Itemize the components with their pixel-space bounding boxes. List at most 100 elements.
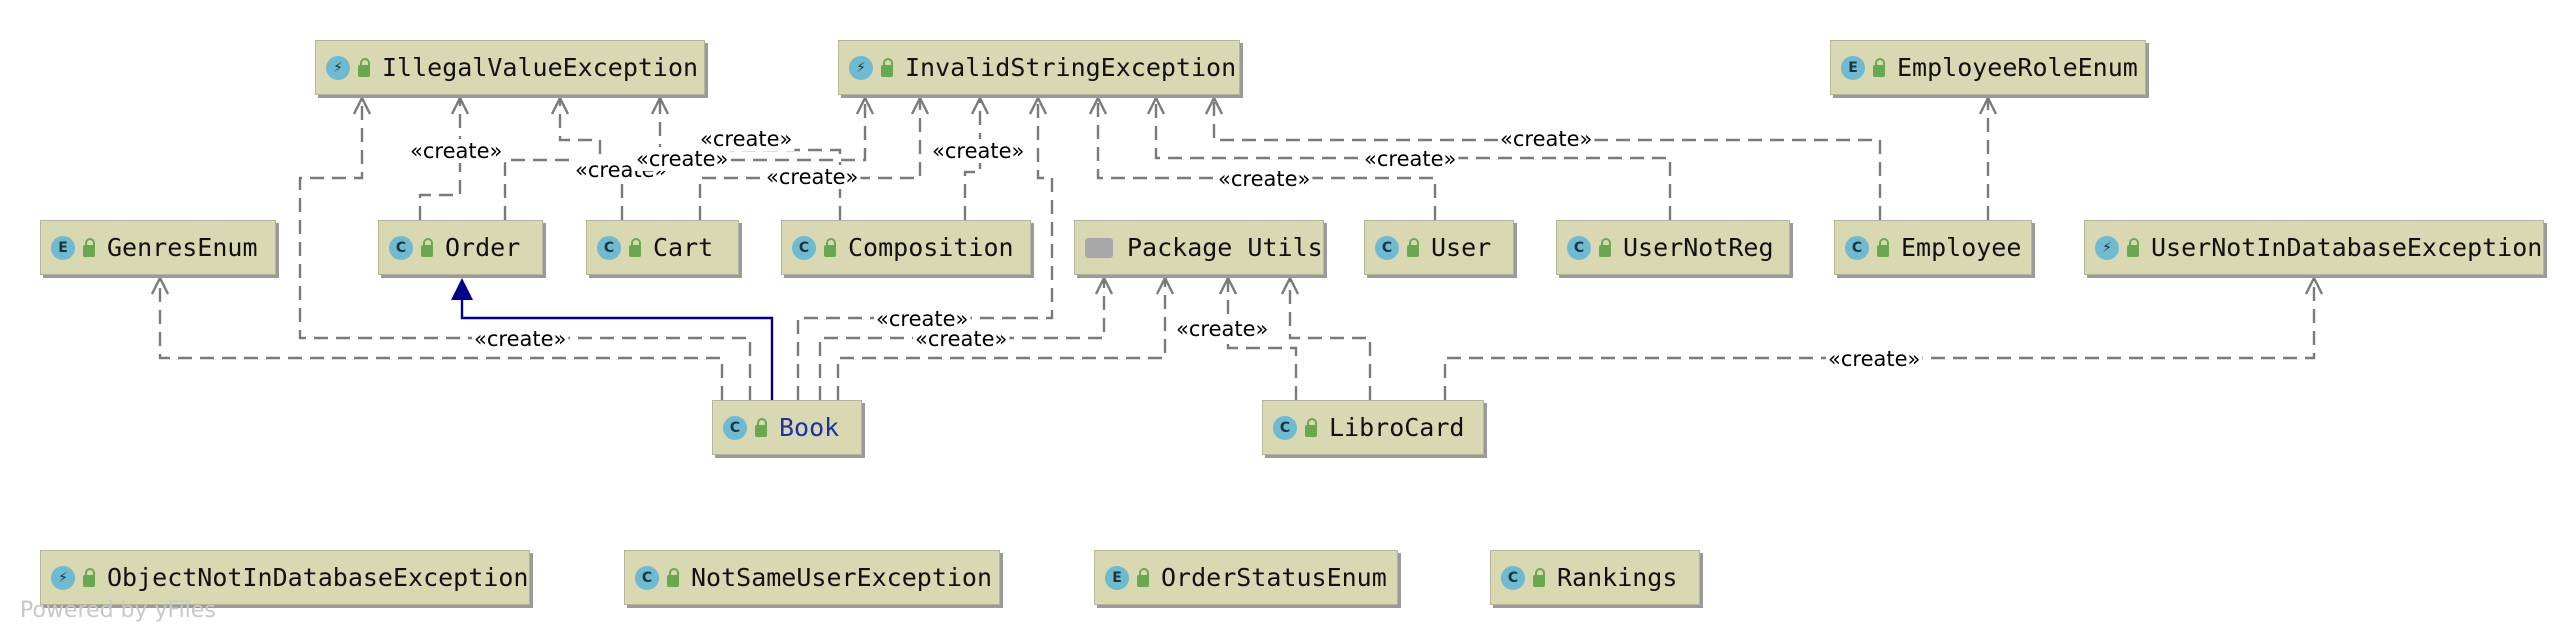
node-object-not-in-database-exception[interactable]: ⚡ ObjectNotInDatabaseException bbox=[40, 550, 530, 605]
label-user-invalid-bg bbox=[1216, 167, 1313, 191]
node-label: Rankings bbox=[1557, 563, 1678, 592]
class-icon: C bbox=[635, 565, 659, 590]
node-composition[interactable]: C Composition bbox=[781, 220, 1031, 275]
edge-librocard-usernotindb-arrow bbox=[2304, 275, 2324, 295]
edge-librocard-utils-b-arrow bbox=[1280, 275, 1300, 295]
node-order-status-enum[interactable]: E OrderStatusEnum bbox=[1094, 550, 1398, 605]
edge-order-illegal-arrow bbox=[450, 95, 470, 115]
node-user-not-reg[interactable]: C UserNotReg bbox=[1556, 220, 1790, 275]
edge-book-utils-b-arrow bbox=[1155, 275, 1175, 295]
label-usernotreg-invalid-bg bbox=[1362, 147, 1459, 171]
lock-icon bbox=[421, 237, 433, 257]
class-icon: C bbox=[1375, 235, 1399, 260]
exception-icon: ⚡ bbox=[326, 55, 350, 80]
edge-composition-illegal-arrow bbox=[650, 95, 670, 115]
label-employee-invalid: «create» bbox=[1500, 127, 1592, 151]
node-book[interactable]: C Book bbox=[712, 400, 862, 455]
node-label: GenresEnum bbox=[107, 233, 258, 262]
enum-icon: E bbox=[1105, 565, 1129, 590]
edge-cart-illegal-arrow bbox=[550, 95, 570, 115]
edge-order-invalid-arrow bbox=[855, 95, 875, 115]
exception-icon: ⚡ bbox=[51, 565, 75, 590]
label-librocard-utils: «create» bbox=[1176, 317, 1268, 341]
node-label: Package Utils bbox=[1127, 233, 1323, 262]
node-libro-card[interactable]: C LibroCard bbox=[1262, 400, 1484, 455]
node-label: LibroCard bbox=[1329, 413, 1465, 442]
label-book-utils: «create» bbox=[915, 327, 1007, 351]
edge-usernotreg-invalid-arrow bbox=[1146, 95, 1166, 115]
lock-icon bbox=[1599, 237, 1611, 257]
class-icon: C bbox=[1567, 235, 1591, 260]
enum-icon: E bbox=[51, 235, 75, 260]
lock-icon bbox=[83, 567, 95, 587]
node-label: EmployeeRoleEnum bbox=[1897, 53, 2138, 82]
node-employee-role-enum[interactable]: E EmployeeRoleEnum bbox=[1830, 40, 2146, 95]
folder-icon bbox=[1085, 237, 1113, 258]
label-book-illegal: «create» bbox=[474, 327, 566, 351]
label-user-invalid: «create» bbox=[1218, 167, 1310, 191]
lock-icon bbox=[667, 567, 679, 587]
class-icon: C bbox=[1845, 235, 1869, 260]
node-cart[interactable]: C Cart bbox=[586, 220, 739, 275]
edge-composition-invalid-arrow bbox=[970, 95, 990, 115]
node-user[interactable]: C User bbox=[1364, 220, 1514, 275]
node-rankings[interactable]: C Rankings bbox=[1490, 550, 1700, 605]
edge-book-invalid bbox=[796, 98, 1054, 400]
label-book-illegal-bg bbox=[472, 327, 569, 351]
lock-icon bbox=[1877, 237, 1889, 257]
exception-icon: ⚡ bbox=[2095, 235, 2119, 260]
label-librocard-utils-bg bbox=[1174, 317, 1271, 341]
node-label: Composition bbox=[848, 233, 1014, 262]
edge-librocard-usernotindb bbox=[1443, 278, 2316, 400]
node-order[interactable]: C Order bbox=[378, 220, 543, 275]
label-cart-invalid-bg bbox=[698, 127, 795, 151]
lock-icon bbox=[824, 237, 836, 257]
label-librocard-usernotindb: «create» bbox=[1828, 347, 1920, 371]
class-icon: C bbox=[389, 235, 413, 260]
edge-book-illegal-arrow bbox=[352, 95, 372, 115]
label-book-utils-bg bbox=[913, 327, 1010, 351]
class-icon: C bbox=[792, 235, 816, 260]
node-label: UserNotInDatabaseException bbox=[2151, 233, 2543, 262]
node-label: Book bbox=[779, 413, 840, 442]
node-package-utils[interactable]: Package Utils bbox=[1074, 220, 1324, 275]
edge-employee-emprole-arrow bbox=[1978, 95, 1998, 115]
node-label: InvalidStringException bbox=[905, 53, 1237, 82]
node-label: OrderStatusEnum bbox=[1161, 563, 1387, 592]
node-label: IllegalValueException bbox=[382, 53, 699, 82]
node-not-same-user-exception[interactable]: C NotSameUserException bbox=[624, 550, 1000, 605]
node-employee[interactable]: C Employee bbox=[1834, 220, 2032, 275]
lock-icon bbox=[881, 57, 893, 77]
edge-user-invalid-arrow bbox=[1088, 95, 1108, 115]
label-usernotreg-invalid: «create» bbox=[1364, 147, 1456, 171]
label-cart-invalid: «create» bbox=[700, 127, 792, 151]
node-illegal-value-exception[interactable]: ⚡ IllegalValueException bbox=[315, 40, 705, 95]
node-label: Cart bbox=[653, 233, 714, 262]
node-user-not-in-database-exception[interactable]: ⚡ UserNotInDatabaseException bbox=[2084, 220, 2544, 275]
class-icon: C bbox=[1273, 415, 1297, 440]
label-composition-invalid-bg bbox=[930, 139, 1027, 163]
lock-icon bbox=[1137, 567, 1149, 587]
edge-book-invalid-arrow bbox=[1028, 95, 1048, 115]
edge-composition-invalid bbox=[963, 98, 982, 220]
class-icon: C bbox=[723, 415, 747, 440]
exception-icon: ⚡ bbox=[849, 55, 873, 80]
node-invalid-string-exception[interactable]: ⚡ InvalidStringException bbox=[838, 40, 1240, 95]
node-genres-enum[interactable]: E GenresEnum bbox=[40, 220, 276, 275]
edge-book-utils-b bbox=[836, 278, 1167, 400]
label-order-illegal-bg bbox=[408, 139, 505, 163]
label-librocard-usernotindb-bg bbox=[1826, 347, 1923, 371]
class-icon: C bbox=[1501, 565, 1525, 590]
edge-book-order-inherit bbox=[460, 298, 774, 400]
edge-order-invalid bbox=[503, 98, 867, 220]
class-icon: C bbox=[597, 235, 621, 260]
label-order-illegal: «create» bbox=[410, 139, 502, 163]
node-label: Employee bbox=[1901, 233, 2022, 262]
label-composition-illegal: «create» bbox=[766, 165, 858, 189]
label-composition-invalid: «create» bbox=[932, 139, 1024, 163]
edge-labels: «create» «create» «create» «create» «create»… bbox=[408, 127, 1923, 371]
node-label: UserNotReg bbox=[1623, 233, 1774, 262]
lock-icon bbox=[1305, 417, 1317, 437]
lock-icon bbox=[83, 237, 95, 257]
